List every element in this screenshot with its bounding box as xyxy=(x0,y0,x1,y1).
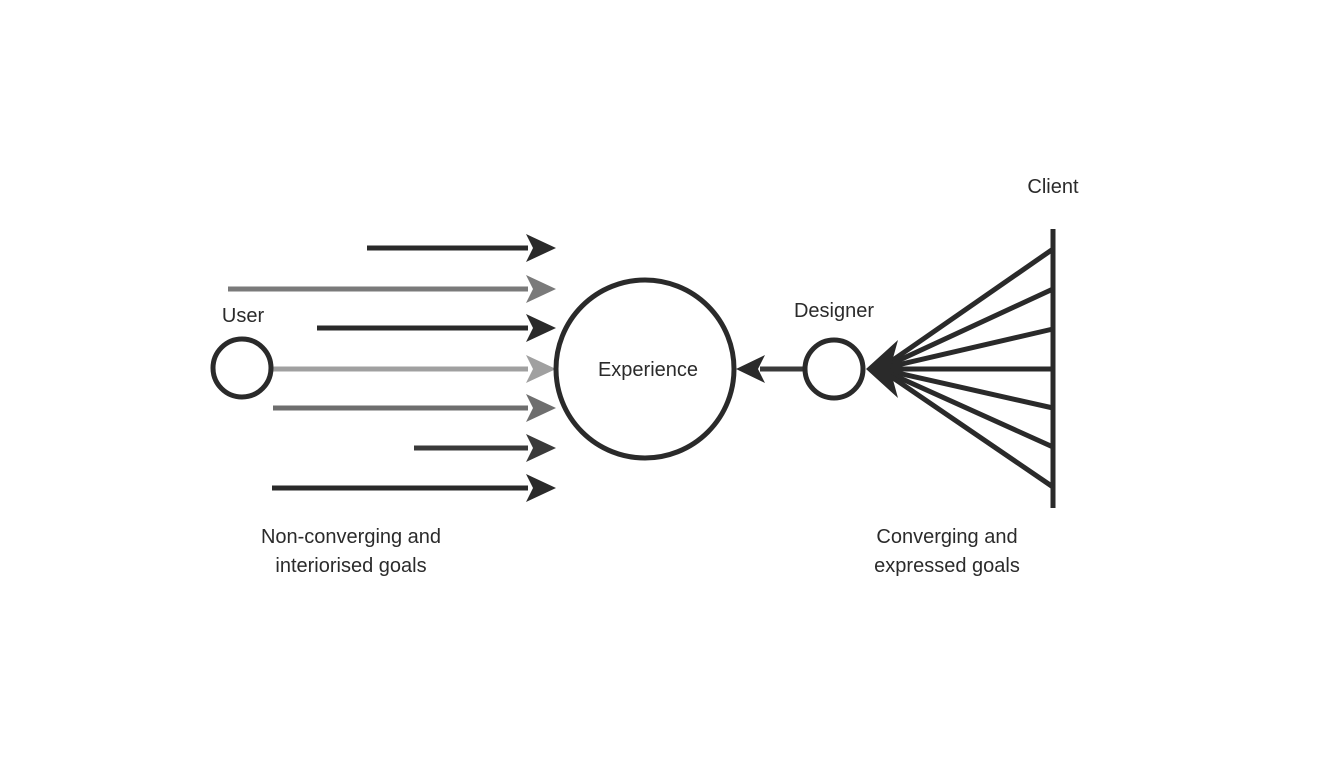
client-line xyxy=(878,286,1055,372)
client-converging-lines xyxy=(878,246,1055,490)
designer-to-experience-arrow xyxy=(736,355,804,383)
client-line xyxy=(879,366,1054,411)
goal-arrow xyxy=(228,275,556,303)
client-line xyxy=(878,366,1055,450)
right-caption-line1: Converging and xyxy=(876,526,1017,548)
goal-arrow xyxy=(317,314,556,342)
client-line xyxy=(878,246,1055,372)
left-caption-line1: Non-converging and xyxy=(261,526,441,548)
left-caption-line2: interiorised goals xyxy=(275,555,426,577)
user-node xyxy=(210,336,274,400)
designer-node xyxy=(802,337,866,401)
client-line xyxy=(879,326,1054,372)
user-goal-arrows xyxy=(228,234,556,502)
right-caption-line2: expressed goals xyxy=(874,555,1020,577)
experience-node xyxy=(553,277,737,461)
goal-arrow xyxy=(414,434,556,462)
goal-arrow xyxy=(273,355,556,383)
designer-label: Designer xyxy=(794,300,874,322)
goal-arrow xyxy=(367,234,556,262)
client-to-designer-arrowhead xyxy=(866,340,898,398)
user-label: User xyxy=(222,305,265,327)
goal-arrow xyxy=(273,394,556,422)
experience-label: Experience xyxy=(598,359,698,381)
goal-arrow xyxy=(272,474,556,502)
client-label: Client xyxy=(1027,176,1079,198)
client-line xyxy=(878,366,1055,490)
